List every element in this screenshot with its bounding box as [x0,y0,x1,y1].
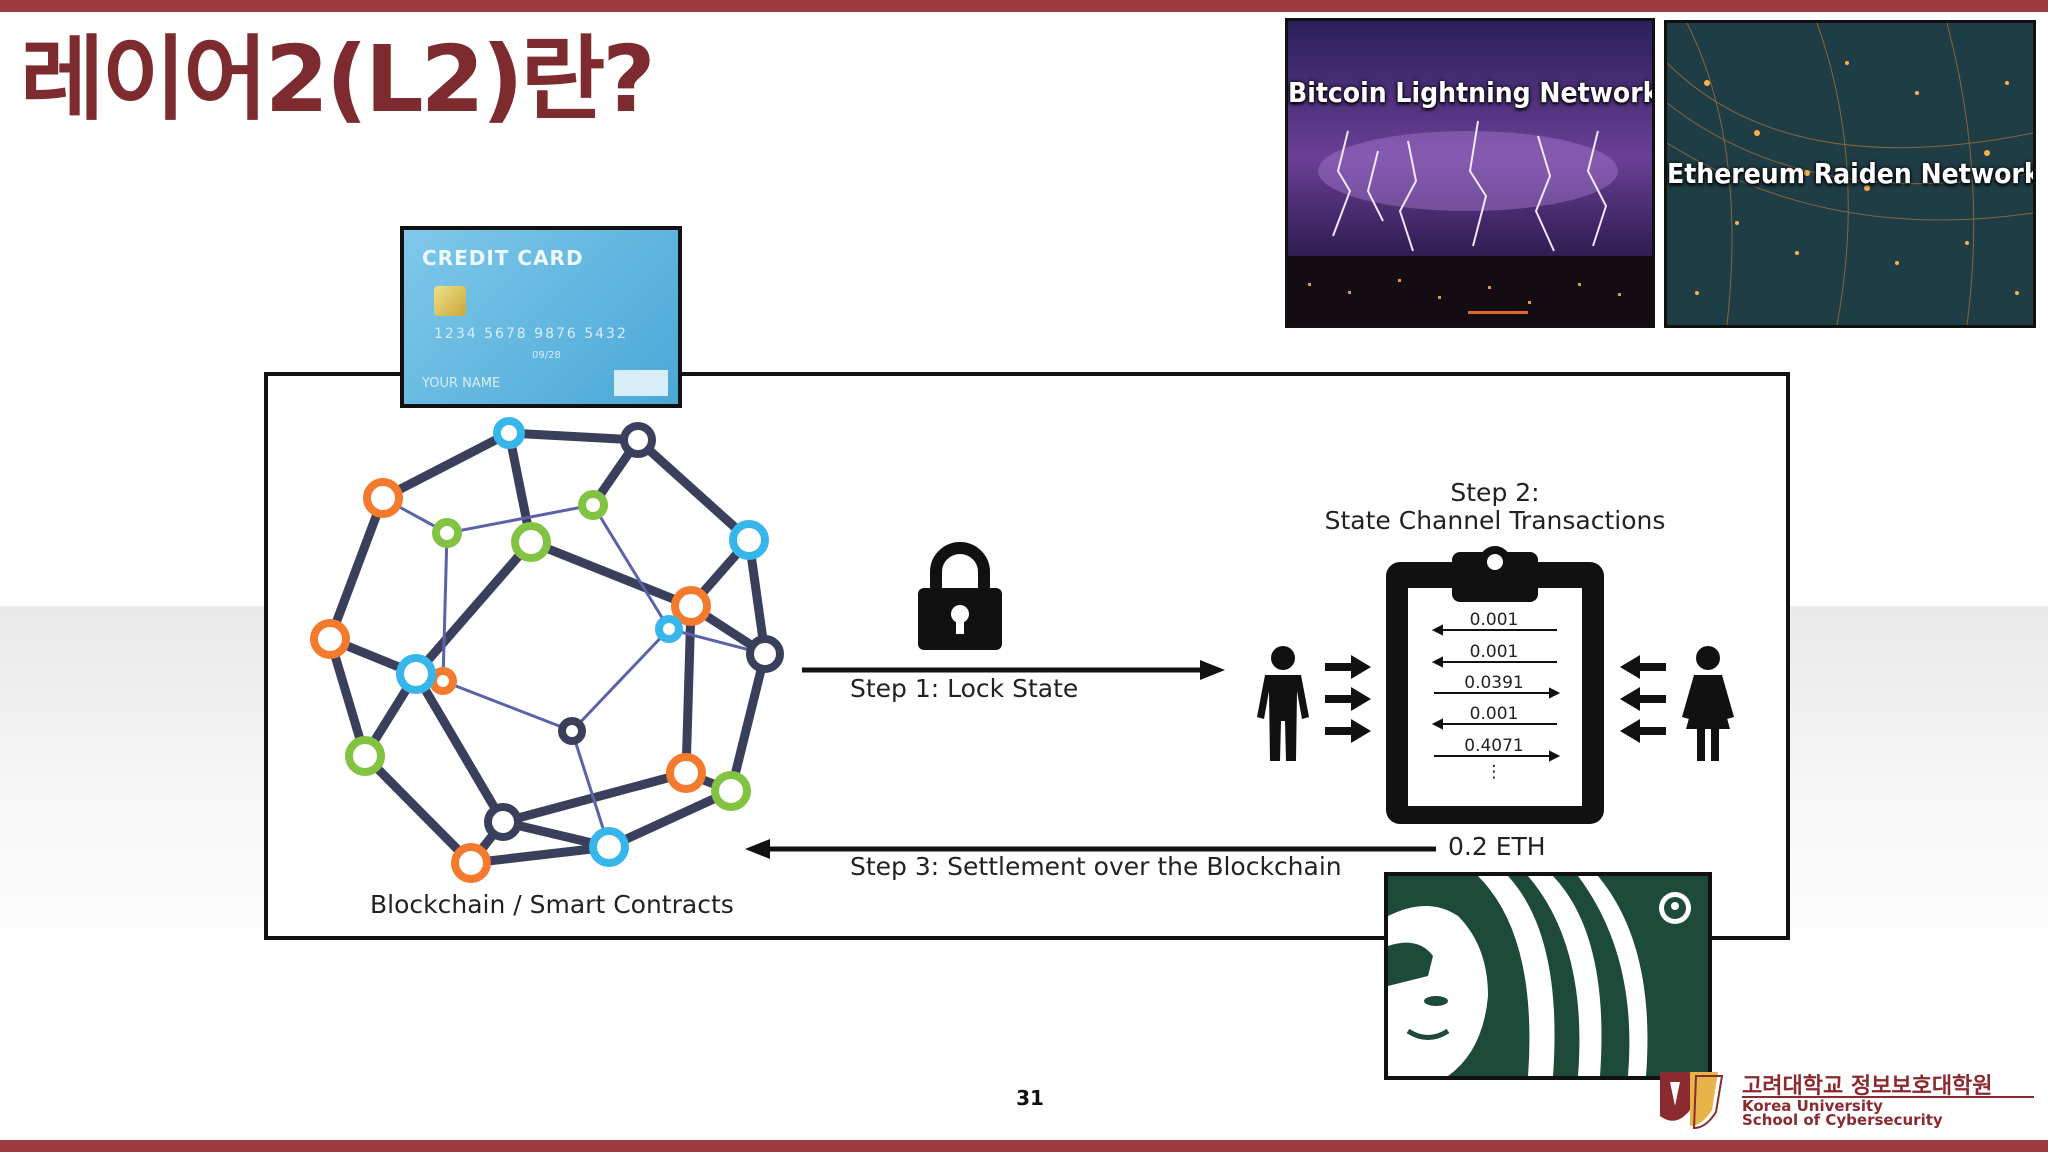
university-name-ko: 고려대학교 정보보호대학원 [1742,1074,1993,1099]
siren-logo-graphic [1388,876,1691,1076]
bitcoin-lightning-image: Bitcoin Lightning Network [1285,18,1655,328]
page-number: 31 [1016,1086,1044,1110]
blockchain-label: Blockchain / Smart Contracts [370,890,734,919]
step2-label-line1: Step 2: [1450,478,1540,507]
settlement-amount: 0.2 ETH [1448,832,1546,861]
transaction-value-3: 0.0391 [1464,673,1524,693]
university-name-en-1: Korea University [1742,1097,1883,1115]
ethereum-caption: Ethereum Raiden Network [1667,157,2036,190]
step3-arrow [745,839,1436,859]
university-shield-icon [1660,1072,1724,1130]
network-mesh-picture [1667,23,2033,325]
card-chip [434,286,466,316]
transaction-value-4: 0.001 [1469,704,1519,724]
man-icon [1257,646,1309,761]
left-party-arrows [1325,655,1371,743]
blockchain-network-graphic [310,417,784,883]
ethereum-raiden-image: Ethereum Raiden Network [1664,20,2036,328]
credit-card-expiry: 09/28 [532,350,561,361]
top-accent-bar [0,0,2048,12]
transaction-value-5: 0.4071 [1464,736,1524,756]
university-divider [1742,1096,2034,1098]
transaction-more: ⋮ [1485,762,1503,782]
step1-arrow [802,660,1225,680]
credit-card-header: CREDIT CARD [422,246,584,270]
credit-card-number: 1234 5678 9876 5432 [434,326,628,342]
step1-label: Step 1: Lock State [850,674,1079,703]
clipboard-icon [1386,546,1604,824]
bottom-accent-bar [0,1140,2048,1152]
university-name-en-2: School of Cybersecurity [1742,1111,1943,1129]
transaction-value-2: 0.001 [1469,642,1519,662]
lightning-storm-picture [1288,21,1652,325]
step2-label-line2: State Channel Transactions [1324,506,1666,535]
step3-label: Step 3: Settlement over the Blockchain [850,852,1342,881]
lock-icon [918,542,1002,650]
right-party-arrows [1620,655,1666,743]
slide-title: 레이어2(L2)란? [20,26,656,133]
starbucks-card-image [1384,872,1712,1080]
card-signature-panel [614,370,668,396]
bitcoin-caption: Bitcoin Lightning Network [1288,76,1655,109]
transaction-value-1: 0.001 [1469,610,1519,630]
woman-icon [1682,646,1734,761]
credit-card-name: YOUR NAME [422,376,501,391]
credit-card-image: CREDIT CARD 1234 5678 9876 5432 09/28 YO… [400,226,682,408]
